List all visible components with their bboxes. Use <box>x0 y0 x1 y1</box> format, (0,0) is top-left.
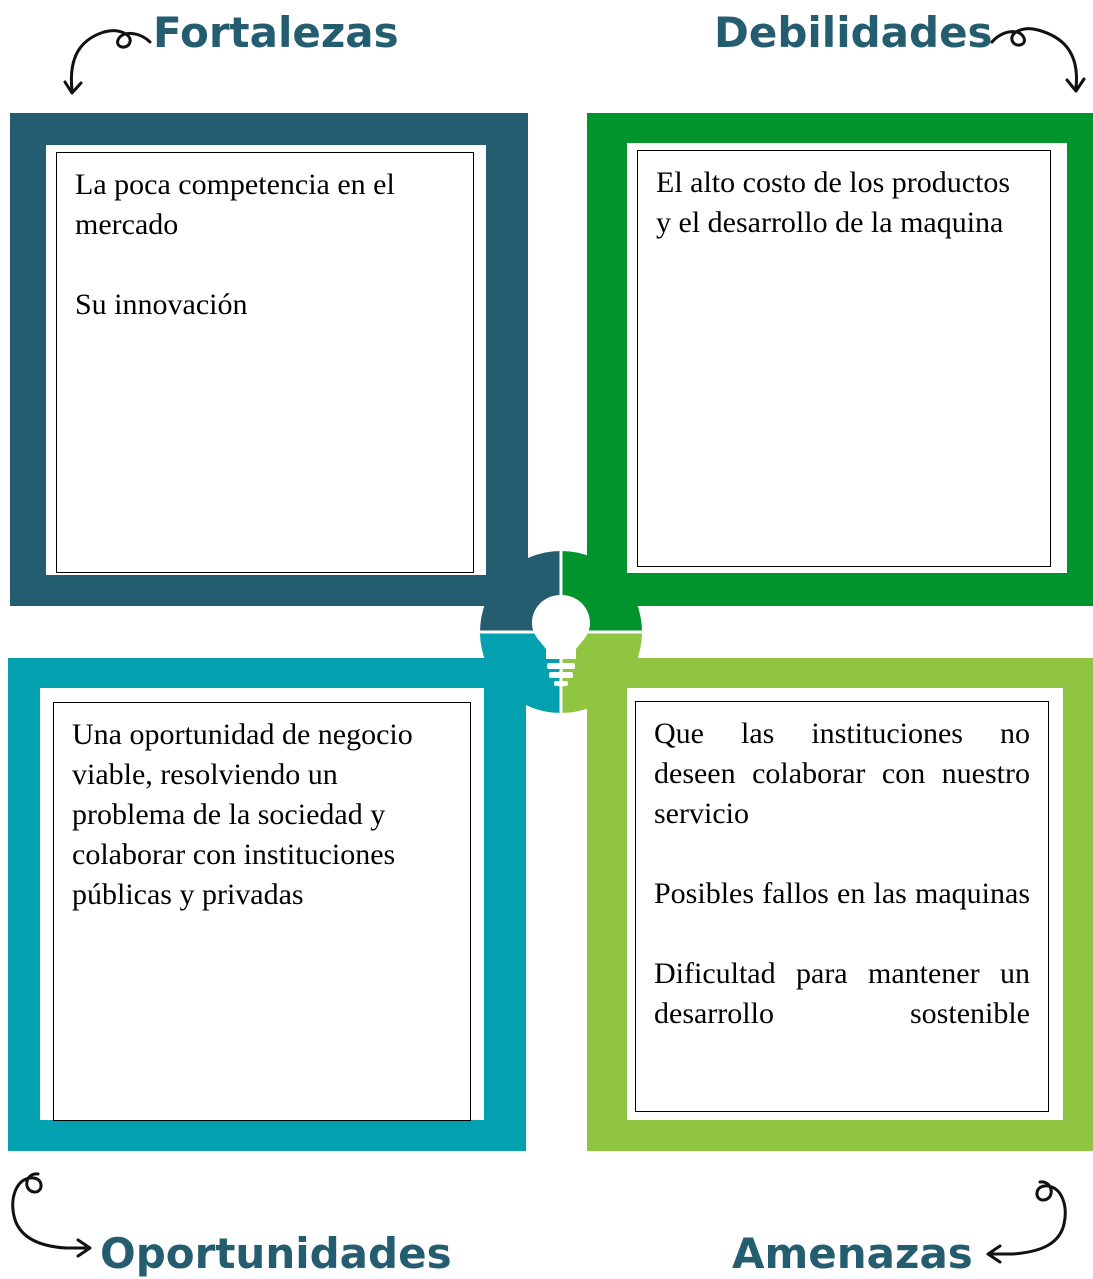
curly-arrow-icon <box>986 1180 1067 1264</box>
quadrant-debilidades: El alto costo de los productos y el desa… <box>587 113 1093 606</box>
curly-arrow-icon <box>63 29 152 95</box>
paragraph: Una oportunidad de negocio viable, resol… <box>72 718 413 911</box>
textbox-oportunidades: Una oportunidad de negocio viable, resol… <box>53 702 471 1121</box>
title-fortalezas: Fortalezas <box>153 8 399 57</box>
paragraph: Su innovación <box>75 288 248 321</box>
paragraph: Que las instituciones no deseen colabora… <box>654 717 1030 830</box>
quadrant-fortalezas: La poca competencia en el mercado Su inn… <box>10 113 528 606</box>
lightbulb-icon <box>532 595 590 686</box>
quadrant-amenazas: Que las instituciones no deseen colabora… <box>587 658 1093 1151</box>
curly-arrow-icon <box>11 1172 92 1258</box>
title-amenazas: Amenazas <box>732 1229 973 1278</box>
paragraph: El alto costo de los productos y el desa… <box>656 166 1011 239</box>
textbox-amenazas: Que las instituciones no deseen colabora… <box>635 701 1049 1112</box>
title-oportunidades: Oportunidades <box>100 1229 452 1278</box>
curly-arrow-icon <box>990 27 1086 93</box>
textbox-debilidades: El alto costo de los productos y el desa… <box>637 150 1051 567</box>
textbox-fortalezas: La poca competencia en el mercado Su inn… <box>56 152 474 573</box>
paragraph: La poca competencia en el mercado <box>75 168 395 241</box>
paragraph: Posibles fallos en las maquinas <box>654 877 1030 910</box>
paragraph: Dificultad para mantener un desarrollo s… <box>654 957 1030 1030</box>
title-debilidades: Debilidades <box>714 8 993 57</box>
quadrant-oportunidades: Una oportunidad de negocio viable, resol… <box>8 658 526 1151</box>
